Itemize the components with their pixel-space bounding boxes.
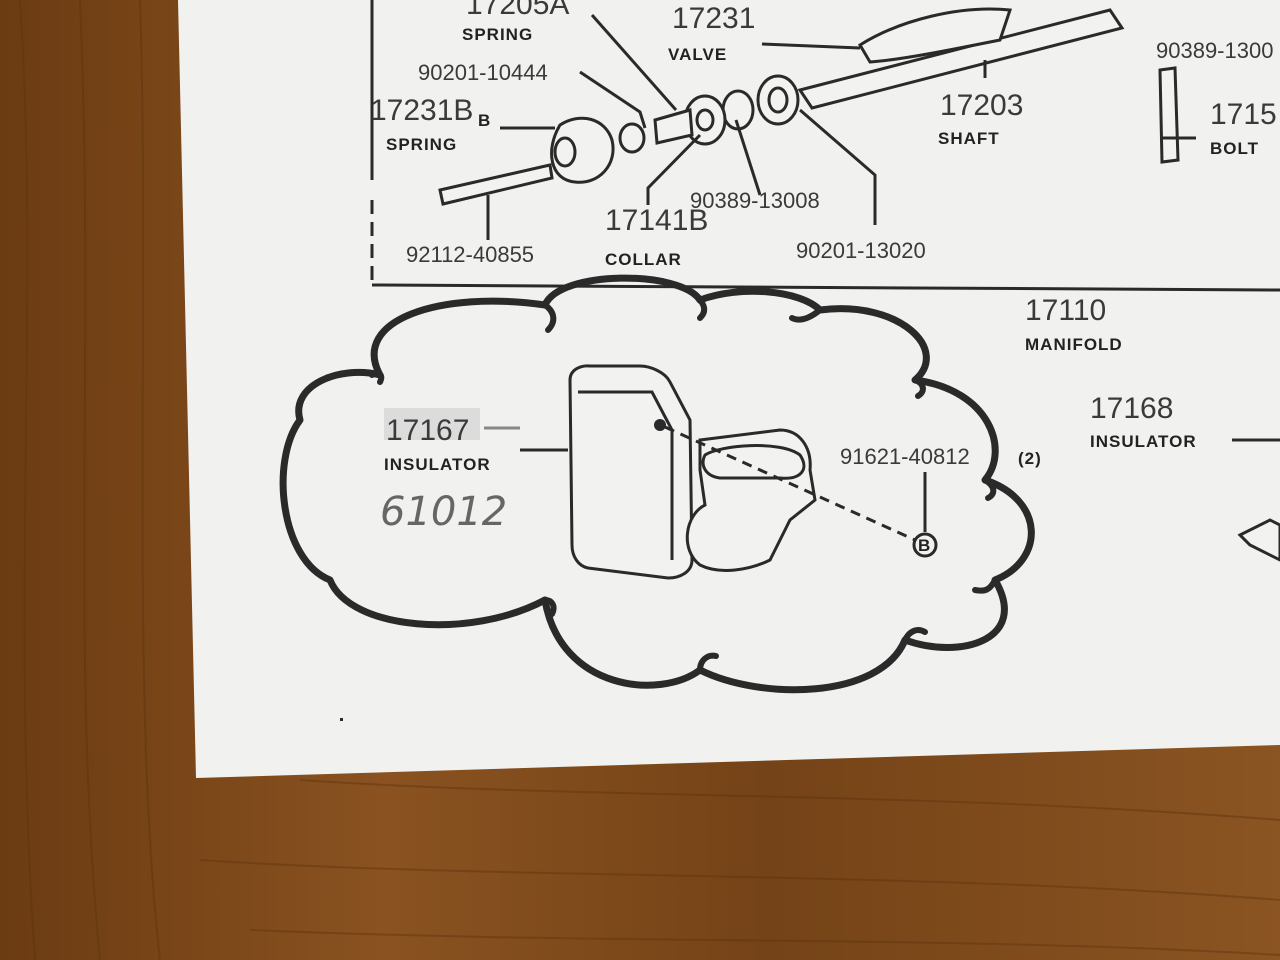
label-spring-top-number: 17205A <box>466 0 569 21</box>
label-insulator-right-number: 17168 <box>1090 392 1173 425</box>
label-washer-a: 90201-10444 <box>418 60 548 85</box>
label-spring-b-word: SPRING <box>386 135 457 154</box>
leader-lines-top <box>486 14 1196 240</box>
handwritten-note: 61012 <box>380 489 507 535</box>
label-bolt-part: 91621-40812 <box>840 444 970 469</box>
label-manifold-word: MANIFOLD <box>1025 335 1123 354</box>
bolt-b-letter: B <box>918 536 931 555</box>
insulator-part <box>568 364 817 580</box>
cloud-outline <box>279 274 1035 694</box>
label-spring-b-number: 17231B <box>370 94 473 127</box>
label-collar-number: 17141B <box>605 204 708 237</box>
label-insulator-main-word: INSULATOR <box>384 455 491 474</box>
cloud-inner-curls <box>369 297 998 673</box>
bolt-b-circle <box>912 532 938 558</box>
shaft-part <box>797 7 1125 110</box>
label-shaft-word: SHAFT <box>938 129 1000 148</box>
label-quantity: (2) <box>1018 449 1042 468</box>
label-spring-top-word: SPRING <box>462 25 533 44</box>
label-collar-word: COLLAR <box>605 250 682 269</box>
label-washer-b: 90201-13020 <box>796 238 926 263</box>
number-highlight <box>384 408 480 440</box>
bolt-dashed-line <box>664 425 916 542</box>
label-bolt-number: 1715 <box>1210 98 1277 131</box>
assembly-frame <box>370 0 1280 292</box>
label-valve-number: 17231 <box>672 2 755 35</box>
wood-grain <box>19 0 1280 960</box>
label-bolt-word: BOLT <box>1210 139 1259 158</box>
partial-part-right <box>1237 518 1280 562</box>
paper-speck <box>340 718 343 721</box>
label-shaft-number: 17203 <box>940 89 1023 122</box>
label-valve-word: VALVE <box>668 45 727 64</box>
label-stud: 92112-40855 <box>406 242 534 267</box>
label-spring-b-letter: B <box>478 111 491 130</box>
label-manifold-number: 17110 <box>1025 294 1106 327</box>
label-insulator-main-number: 17167 <box>386 414 469 447</box>
label-insulator-right-word: INSULATOR <box>1090 432 1197 451</box>
label-ring: 90389-13008 <box>690 188 820 213</box>
label-right-ring: 90389-1300 <box>1156 38 1273 63</box>
